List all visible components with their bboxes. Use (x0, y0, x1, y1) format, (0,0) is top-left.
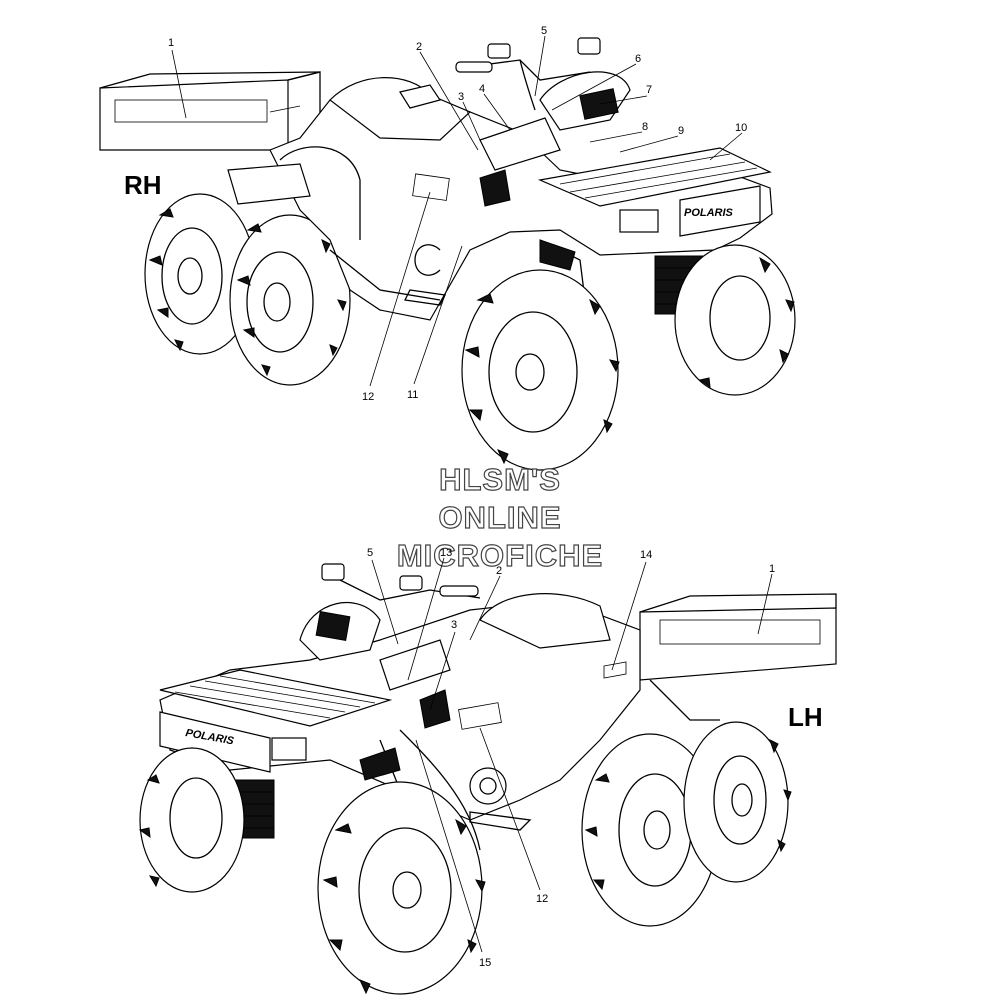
lh-callout-12: 12 (536, 893, 548, 905)
rh-callout-2: 2 (416, 41, 422, 53)
rh-callout-6: 6 (635, 53, 641, 65)
rh-callout-12: 12 (362, 391, 374, 403)
rh-callout-3: 3 (458, 91, 464, 103)
rh-callouts: 1 2 3 4 5 6 7 8 9 10 11 12 (168, 25, 747, 403)
rh-callout-4: 4 (479, 83, 485, 95)
lh-callout-1: 1 (769, 563, 775, 575)
rh-callout-9: 9 (678, 125, 684, 137)
lh-rear-wheel-2 (683, 721, 792, 883)
lh-front-wheel (317, 781, 486, 995)
lh-callout-15: 15 (479, 957, 491, 969)
lh-leader-lines (371, 557, 773, 953)
rh-tread-marks (148, 208, 347, 377)
rh-front-wheel-far (674, 244, 796, 396)
lh-callout-14: 14 (640, 549, 652, 561)
lh-handlebars (299, 563, 481, 661)
lh-callout-3: 3 (451, 619, 457, 631)
rh-rear-wheel-1 (144, 193, 256, 355)
rh-view: POLARIS RH (99, 25, 796, 471)
rh-callout-10: 10 (735, 122, 747, 134)
rh-rear-wheel-2 (229, 214, 351, 386)
watermark-line-1: HLSM'S (439, 462, 561, 497)
watermark: HLSM'S ONLINE MICROFICHE (396, 461, 603, 573)
rh-callout-7: 7 (646, 84, 652, 96)
lh-body: POLARIS (159, 593, 641, 851)
rh-cargo-box (99, 71, 321, 151)
lh-view: POLARIS (138, 547, 837, 995)
rh-rack-brand: POLARIS (684, 207, 734, 219)
rh-handlebars (455, 37, 631, 131)
rh-callout-11: 11 (407, 389, 418, 401)
lh-callouts: 5 13 2 14 1 3 12 15 (367, 547, 775, 969)
lh-front-wheel-far (138, 747, 245, 893)
rh-leader-lines (171, 35, 743, 387)
lh-callout-5: 5 (367, 547, 373, 559)
lh-callout-2: 2 (496, 565, 502, 577)
lh-side-label: LH (788, 702, 823, 732)
rh-callout-1: 1 (168, 37, 174, 49)
watermark-line-3: MICROFICHE (397, 538, 603, 573)
rh-callout-8: 8 (642, 121, 648, 133)
rh-front-wheel (461, 269, 620, 471)
rh-callout-5: 5 (541, 25, 547, 37)
lh-callout-13: 13 (440, 547, 452, 559)
watermark-line-2: ONLINE (438, 500, 561, 535)
rh-side-label: RH (124, 170, 162, 200)
